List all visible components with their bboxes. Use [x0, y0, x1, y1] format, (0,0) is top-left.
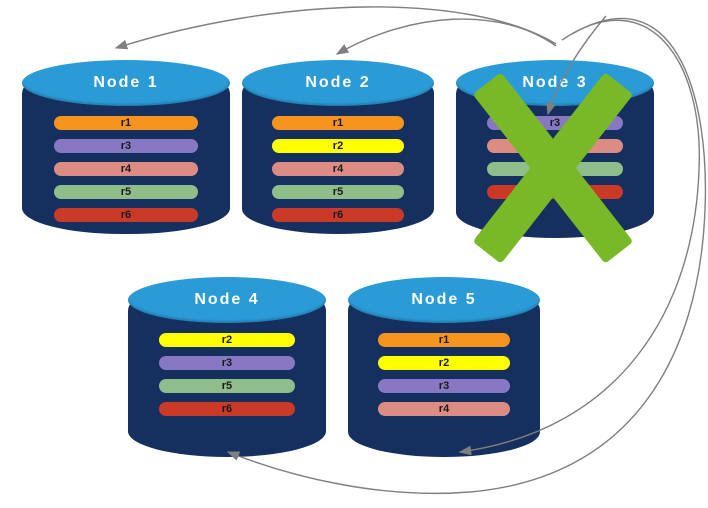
node-1-title: Node 1: [93, 74, 159, 91]
replica-bar: r4: [377, 402, 511, 416]
node-5-cylinder-top: Node 5: [348, 277, 540, 323]
replica-bar: r6: [54, 208, 198, 222]
node-1: Node 1 r1 r3 r4 r5 r6: [22, 60, 230, 234]
replica-bar: r4: [271, 162, 405, 176]
replica-bar: r3: [54, 139, 198, 153]
node-2-title: Node 2: [305, 74, 371, 91]
arrow-node3-to-node2: [335, 18, 557, 55]
node-4: Node 4 r2 r3 r5 r6: [128, 277, 326, 457]
node-4-title: Node 4: [194, 291, 260, 308]
node-2-cylinder-top: Node 2: [242, 60, 434, 106]
node-5: Node 5 r1 r2 r3 r4: [348, 277, 540, 457]
replica-bar: r1: [271, 116, 405, 130]
node-4-replicas: r2 r3 r5 r6: [128, 333, 326, 416]
replica-bar: r6: [271, 208, 405, 222]
replica-bar: r3: [377, 379, 511, 393]
replica-bar: r6: [158, 402, 296, 416]
replica-bar: r5: [54, 185, 198, 199]
replica-bar: r2: [271, 139, 405, 153]
replica-bar: r1: [377, 333, 511, 347]
replica-bar: r2: [158, 333, 296, 347]
arrow-node3-to-node1: [114, 6, 557, 50]
node-4-cylinder-top: Node 4: [128, 277, 326, 323]
node-2-replicas: r1 r2 r4 r5 r6: [242, 116, 434, 222]
failure-x-mark: [460, 71, 645, 264]
node-5-replicas: r1 r2 r3 r4: [348, 333, 540, 416]
node-2: Node 2 r1 r2 r4 r5 r6: [242, 60, 434, 234]
replica-bar: r3: [158, 356, 296, 370]
node-1-replicas: r1 r3 r4 r5 r6: [22, 116, 230, 222]
node-1-cylinder-top: Node 1: [22, 60, 230, 106]
replica-bar: r5: [158, 379, 296, 393]
replica-bar: r2: [377, 356, 511, 370]
replica-bar: r4: [54, 162, 198, 176]
node-5-title: Node 5: [411, 291, 477, 308]
replica-bar: r5: [271, 185, 405, 199]
replica-bar: r1: [54, 116, 198, 130]
